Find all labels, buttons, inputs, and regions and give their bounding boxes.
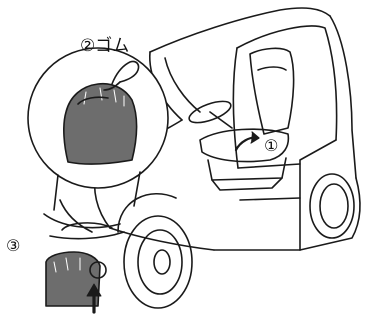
rear-wheel: [310, 174, 354, 238]
callout-3-label: ③: [6, 238, 20, 254]
bag-icon: [64, 84, 137, 164]
callout-2-label: ②ゴム: [80, 38, 129, 55]
front-compartment: [44, 214, 124, 239]
curved-arrow-icon: [236, 132, 259, 150]
front-wheel: [118, 194, 192, 308]
callout-1-label: ①: [264, 138, 278, 154]
bottom-inset: [46, 223, 112, 306]
steering-wheel: [187, 97, 234, 128]
